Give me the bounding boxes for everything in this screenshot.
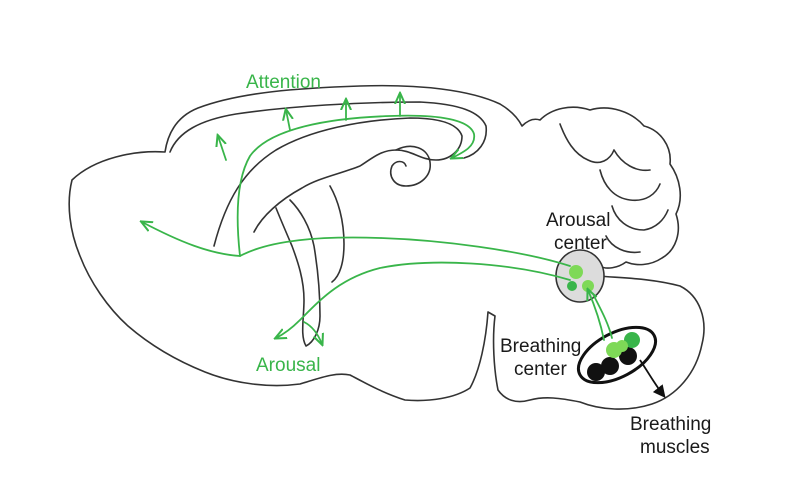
label-attention: Attention	[246, 72, 321, 93]
breathing-neuron-green-2	[624, 332, 640, 348]
label-breathing-center-1: Breathing	[500, 336, 581, 357]
arousal-neuron-3	[567, 281, 577, 291]
pathway-breathing-to-arousal-2	[593, 295, 613, 339]
attention-arrow-1	[218, 136, 227, 161]
ventricle-fold	[275, 199, 321, 347]
hippocampus-curl	[390, 145, 431, 187]
cerebellum-folds	[559, 123, 669, 254]
arousal-neuron-1	[569, 265, 583, 279]
label-breathing-muscles-2: muscles	[640, 437, 710, 458]
label-breathing-center-2: center	[514, 359, 567, 380]
breathing-neuron-dark-2	[601, 357, 619, 375]
breathing-neuron-green-3	[616, 340, 628, 352]
label-breathing-muscles-1: Breathing	[630, 414, 711, 435]
label-arousal-center-2: center	[554, 233, 607, 254]
pathway-to-arousal	[276, 261, 571, 338]
brain-outline	[68, 84, 705, 410]
pathway-to-attention	[236, 114, 476, 257]
pathway-breathing-to-arousal	[588, 290, 605, 341]
label-arousal: Arousal	[256, 355, 320, 376]
corpus-callosum	[213, 117, 463, 247]
pathway-to-frontal	[142, 222, 571, 267]
ventricle-fold-2	[329, 185, 345, 283]
breathing-neuron-dark-1	[587, 363, 605, 381]
arrow-to-breathing-muscles	[639, 359, 666, 398]
attention-arrow-2	[286, 110, 290, 131]
pathway-to-arousal-branch	[303, 321, 322, 344]
label-arousal-center-1: Arousal	[546, 210, 610, 231]
cortex-fold	[169, 101, 488, 159]
